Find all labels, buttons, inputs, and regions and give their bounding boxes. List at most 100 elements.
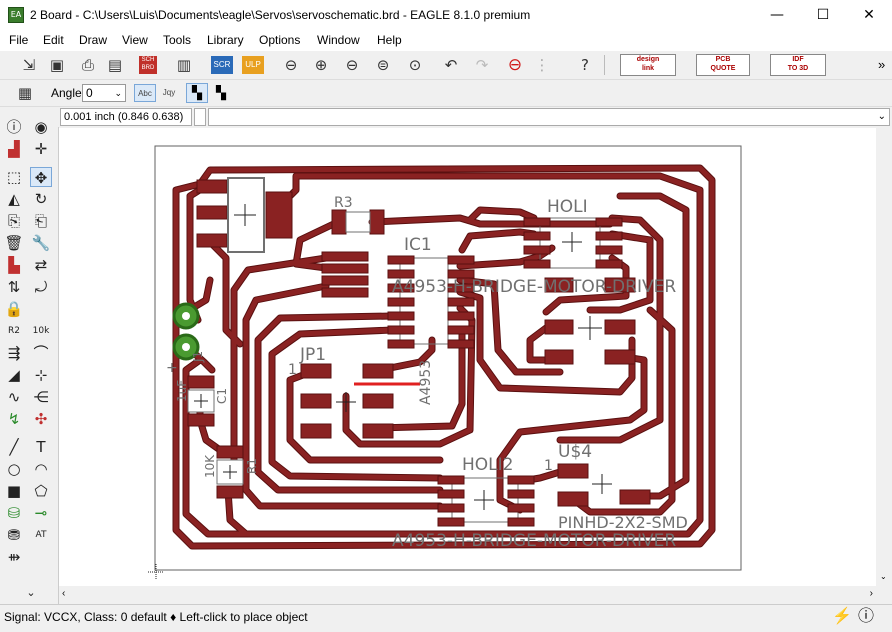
jp1-component[interactable] xyxy=(300,363,394,439)
rotate-icon[interactable]: ↻ xyxy=(34,190,48,208)
menu-view[interactable]: View xyxy=(122,33,148,47)
open-icon[interactable]: ⇲ xyxy=(22,56,36,74)
redo-icon[interactable]: ↷ xyxy=(475,56,489,74)
horizontal-scrollbar[interactable]: ‹ › xyxy=(59,586,876,603)
scroll-left-icon[interactable]: ‹ xyxy=(62,588,66,599)
undo-icon[interactable]: ↶ xyxy=(444,56,458,74)
maximize-button[interactable]: ☐ xyxy=(816,7,830,23)
text-style-jqy-button[interactable]: Jqy xyxy=(158,84,180,102)
zoom-in-icon[interactable]: ⊕ xyxy=(314,56,328,74)
add-part-icon[interactable]: ▙ xyxy=(8,256,20,274)
go-icon[interactable]: ⋮ xyxy=(534,56,550,74)
ic1-component[interactable] xyxy=(387,255,475,349)
route-icon[interactable]: ⊹ xyxy=(34,366,48,384)
signal-icon[interactable]: ↯ xyxy=(7,410,21,428)
j1-connector[interactable] xyxy=(172,302,200,361)
mirror-icon[interactable]: ◭ xyxy=(8,190,20,208)
copy-icon[interactable]: ⎘ xyxy=(7,212,20,230)
print-icon[interactable]: ⎙ xyxy=(81,56,94,74)
zoom-redraw-icon[interactable]: ⊜ xyxy=(376,56,390,74)
help-icon[interactable]: ? xyxy=(581,56,589,74)
menu-file[interactable]: File xyxy=(9,33,29,47)
change-wrench-icon[interactable]: 🔧 xyxy=(31,234,51,252)
cam-icon[interactable]: ▤ xyxy=(107,56,123,74)
move-icon[interactable]: ✥ xyxy=(30,167,52,187)
scroll-down-icon[interactable]: ⌄ xyxy=(880,572,887,581)
menu-help[interactable]: Help xyxy=(377,33,402,47)
rectangle-icon[interactable]: ■ xyxy=(6,482,22,500)
zoom-out-icon[interactable]: ⊖ xyxy=(345,56,359,74)
arc-icon[interactable]: ◠ xyxy=(34,460,48,478)
swap-icon[interactable]: ⇅ xyxy=(7,278,21,296)
drc-icon[interactable]: ⇻ xyxy=(7,548,21,566)
delete-icon[interactable]: 🗑 xyxy=(4,234,24,252)
ulp-button[interactable]: ULP xyxy=(242,56,264,74)
stop-icon[interactable]: ⊖ xyxy=(507,55,523,75)
via-icon[interactable]: ⛁ xyxy=(7,504,21,522)
meander-icon[interactable]: ∿ xyxy=(7,388,21,406)
menu-tools[interactable]: Tools xyxy=(163,33,192,47)
regulator-component[interactable] xyxy=(196,177,293,253)
r3-component[interactable] xyxy=(331,209,385,235)
layer-style-1-icon[interactable]: ▚ xyxy=(186,83,208,103)
save-icon[interactable]: ▣ xyxy=(49,56,65,74)
mark-icon[interactable]: ✛ xyxy=(34,140,48,158)
name-icon[interactable]: R2 xyxy=(8,326,20,336)
grid-icon[interactable]: ▦ xyxy=(17,84,33,102)
optimize-icon[interactable]: ◢ xyxy=(8,366,20,384)
close-button[interactable]: ✕ xyxy=(863,7,875,23)
display-layers-icon[interactable]: ▟ xyxy=(8,140,20,158)
scroll-right-icon[interactable]: › xyxy=(869,588,873,599)
zoom-select-icon[interactable]: ⊙ xyxy=(408,56,422,74)
holi-header-component[interactable] xyxy=(523,217,623,269)
palette-expand-icon[interactable]: ⌄ xyxy=(26,586,36,599)
menu-options[interactable]: Options xyxy=(259,33,301,47)
c1-component[interactable] xyxy=(187,375,215,427)
zoom-fit-icon[interactable]: ⊖ xyxy=(284,56,298,74)
vertical-scrollbar[interactable]: ⌄ xyxy=(876,128,892,586)
lock-icon[interactable]: 🔒 xyxy=(4,300,24,318)
chevron-down-icon[interactable]: ⌄ xyxy=(877,111,886,122)
stop-status-icon[interactable]: ⓘ xyxy=(857,608,874,625)
hole-icon[interactable]: ⊸ xyxy=(34,504,48,522)
attribute-icon[interactable]: AT xyxy=(35,530,47,540)
split-icon[interactable]: ⇶ xyxy=(7,344,21,362)
holi2-component[interactable] xyxy=(437,475,535,527)
text-style-abc-button[interactable]: Abc xyxy=(134,84,156,102)
layer-style-2-icon[interactable]: ▚ xyxy=(216,85,226,100)
replace-icon[interactable]: ⇄ xyxy=(34,256,48,274)
angle-select[interactable]: 0⌄ xyxy=(82,84,126,102)
paste-icon[interactable]: ⎗ xyxy=(34,212,47,230)
command-line-input[interactable]: ⌄ xyxy=(208,108,890,126)
board-canvas[interactable]: R3 HOLI IC1 A4953-H-BRIDGE-MOTOR-DRIVER … xyxy=(59,128,876,586)
select-group-icon[interactable]: ⬚ xyxy=(6,168,22,186)
smash-icon[interactable]: ⤾ xyxy=(34,278,48,296)
menu-library[interactable]: Library xyxy=(207,33,244,47)
pcb-layout[interactable]: R3 HOLI IC1 A4953-H-BRIDGE-MOTOR-DRIVER … xyxy=(59,128,876,586)
resistor-array[interactable] xyxy=(321,251,369,298)
value-icon[interactable]: 10k xyxy=(32,326,50,336)
text-icon[interactable]: T xyxy=(36,438,46,456)
ripup-icon[interactable]: ⋲ xyxy=(33,388,49,406)
circle-icon[interactable]: ○ xyxy=(7,460,21,478)
menu-draw[interactable]: Draw xyxy=(79,33,108,47)
info-icon[interactable]: ⓘ xyxy=(6,118,22,136)
motor-driver-pads[interactable] xyxy=(544,277,636,365)
go-lightning-icon[interactable]: ⚡ xyxy=(832,608,852,625)
ratsnest-icon[interactable]: ✣ xyxy=(34,410,48,428)
script-button[interactable]: SCR xyxy=(211,56,233,74)
minimize-button[interactable]: — xyxy=(770,7,784,23)
menu-window[interactable]: Window xyxy=(317,33,360,47)
coordinate-toggle[interactable] xyxy=(194,108,206,126)
wire-icon[interactable]: ╱ xyxy=(9,438,19,456)
r1-component[interactable] xyxy=(216,445,244,499)
toolbar-overflow-icon[interactable]: » xyxy=(878,57,886,72)
u4-component[interactable] xyxy=(557,463,651,507)
miter-icon[interactable]: ⌒ xyxy=(33,344,49,362)
menu-edit[interactable]: Edit xyxy=(43,33,64,47)
library-icon[interactable]: ▥ xyxy=(176,56,192,74)
